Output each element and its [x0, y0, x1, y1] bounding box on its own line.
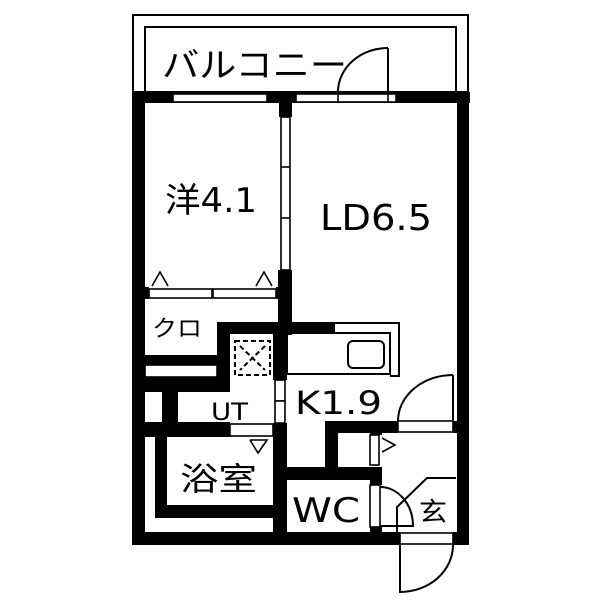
door-marker-icon: [381, 437, 397, 453]
toilet-label: WC: [292, 491, 360, 531]
partition-western-ld: [278, 103, 292, 335]
ld-door-icon: [397, 374, 457, 433]
entrance-walls: [287, 421, 398, 532]
window-western-room: [172, 93, 268, 103]
wc-door-frame: [369, 484, 381, 528]
sliding-door: [280, 116, 291, 271]
window-living-dining: [295, 93, 397, 103]
entrance-step-line: [396, 477, 456, 533]
balcony-door-icon: [337, 47, 389, 93]
bath-left-wall: [155, 437, 167, 518]
windows: [172, 93, 397, 103]
entrance-label: 玄: [419, 498, 447, 528]
closet-doors: [145, 270, 279, 299]
storage-shelf: [144, 364, 218, 378]
ut-right-wall: [273, 334, 287, 380]
bath-door: [229, 423, 274, 437]
bath-bottom-wall: [155, 505, 287, 518]
door-marker-icon: [249, 439, 269, 455]
kitchen-counter: [286, 322, 400, 377]
sink-icon: [347, 340, 385, 369]
door-marker-icon: [255, 270, 273, 287]
closet-door-right: [212, 288, 277, 299]
left-wall: [132, 92, 145, 545]
entrance-door-icon: [399, 532, 454, 594]
western-room-label: 洋4.1: [165, 181, 257, 221]
ut-sliding-door: [274, 379, 286, 402]
utility-label: UT: [211, 398, 248, 426]
shoe-cabinet-door: [369, 434, 380, 466]
balcony-label: バルコニー: [162, 46, 347, 86]
bottom-wall-right: [453, 532, 469, 545]
door-marker-icon: [151, 270, 169, 287]
kitchen-label: K1.9: [295, 384, 382, 422]
ut-left-wall: [217, 322, 230, 392]
washer-pan-icon: [234, 340, 271, 376]
right-wall: [457, 92, 469, 545]
inner-walls: [144, 322, 335, 545]
closet-door-left: [148, 288, 213, 299]
closet-label: クロ: [152, 316, 202, 342]
living-dining-label: LD6.5: [320, 198, 432, 239]
ut-sliding-door: [274, 400, 286, 424]
bottom-wall-left: [132, 532, 400, 545]
bathroom-label: 浴室: [180, 460, 257, 498]
